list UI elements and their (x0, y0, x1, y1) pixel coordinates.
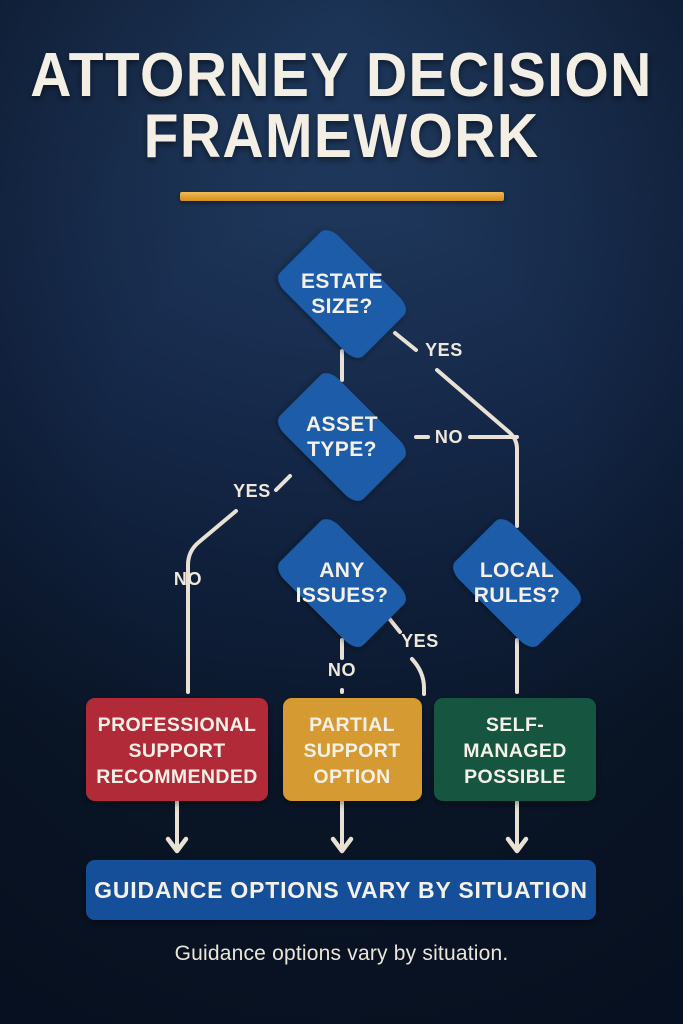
arrowhead-self-managed (505, 836, 529, 854)
decision-label-estate-size-line-1: ESTATE (301, 270, 383, 293)
outcome-shape-professional-support (86, 698, 268, 801)
summary-banner-label: GUIDANCE OPTIONS VARY BY SITUATION (94, 877, 588, 903)
decision-node-asset-type[interactable]: ASSET TYPE? (273, 368, 411, 506)
summary-banner[interactable]: GUIDANCE OPTIONS VARY BY SITUATION (86, 860, 596, 920)
decision-label-local-rules-line-2: RULES? (474, 584, 560, 607)
title-underline-rule (179, 191, 504, 201)
summary-banner-shape (86, 860, 596, 920)
decision-label-asset-type-line-1: ASSET (306, 413, 378, 436)
connector-estate-yes-to-local-rules (435, 368, 519, 528)
outcome-node-self-managed[interactable]: SELF- MANAGED POSSIBLE (434, 698, 596, 801)
footer-caption: Guidance options vary by situation. (174, 942, 509, 965)
edge-label-asset-type-yes: YES (233, 481, 271, 501)
page-title-line-2: FRAMEWORK (143, 101, 540, 171)
connector-issues-yes-stub (386, 615, 402, 634)
edge-label-layer: YES NO YES NO NO YES (174, 340, 463, 680)
outcome-label-professional-support-line-2: SUPPORT (128, 740, 225, 762)
edge-label-any-issues-yes: YES (401, 631, 439, 651)
outcome-label-professional-support-line-3: RECOMMENDED (96, 766, 258, 788)
decision-node-local-rules[interactable]: LOCAL RULES? (448, 514, 586, 652)
arrowhead-partial (330, 836, 354, 854)
decision-shape-local-rules (453, 519, 581, 647)
outcome-label-self-managed-line-2: MANAGED (463, 740, 567, 762)
connector-asset-yes-to-professional (186, 509, 238, 694)
decision-label-any-issues-line-1: ANY (319, 559, 365, 582)
decision-label-any-issues-line-2: ISSUES? (296, 584, 389, 607)
decision-shape-estate-size (278, 230, 406, 358)
arrowhead-professional (165, 836, 189, 854)
decision-label-asset-type-line-2: TYPE? (307, 438, 377, 461)
page-title-line-1: ATTORNEY DECISION (30, 41, 653, 110)
edge-label-estate-size-yes: YES (425, 340, 463, 360)
decision-node-estate-size[interactable]: ESTATE SIZE? (273, 225, 411, 363)
outcome-label-partial-support-line-2: SUPPORT (303, 740, 400, 762)
edge-label-asset-type-no: NO (435, 427, 463, 447)
connector-asset-yes-stub (274, 474, 292, 492)
connector-estate-yes-stub (393, 331, 418, 352)
outcome-node-partial-support[interactable]: PARTIAL SUPPORT OPTION (283, 698, 422, 801)
connector-issues-yes-to-self-managed (410, 657, 426, 696)
outcome-label-partial-support-line-3: OPTION (313, 766, 390, 788)
edge-label-any-issues-no: NO (328, 660, 356, 680)
decision-shape-any-issues (278, 519, 406, 647)
outcome-label-self-managed-line-1: SELF- (486, 714, 544, 736)
decision-node-any-issues[interactable]: ANY ISSUES? (273, 514, 411, 652)
outcome-shape-partial-support (283, 698, 422, 801)
outcome-shape-self-managed (434, 698, 596, 801)
outcome-label-professional-support-line-1: PROFESSIONAL (98, 714, 257, 736)
decision-label-estate-size-line-2: SIZE? (311, 295, 373, 318)
outcome-label-partial-support-line-1: PARTIAL (309, 714, 395, 736)
outcome-label-self-managed-line-3: POSSIBLE (464, 766, 566, 788)
decision-label-local-rules-line-1: LOCAL (480, 559, 554, 582)
title-block: ATTORNEY DECISION FRAMEWORK (0, 41, 683, 201)
outcome-node-professional-support[interactable]: PROFESSIONAL SUPPORT RECOMMENDED (86, 698, 268, 801)
connector-layer (165, 331, 529, 854)
edge-label-left-branch-no: NO (174, 569, 202, 589)
decision-shape-asset-type (278, 373, 406, 501)
